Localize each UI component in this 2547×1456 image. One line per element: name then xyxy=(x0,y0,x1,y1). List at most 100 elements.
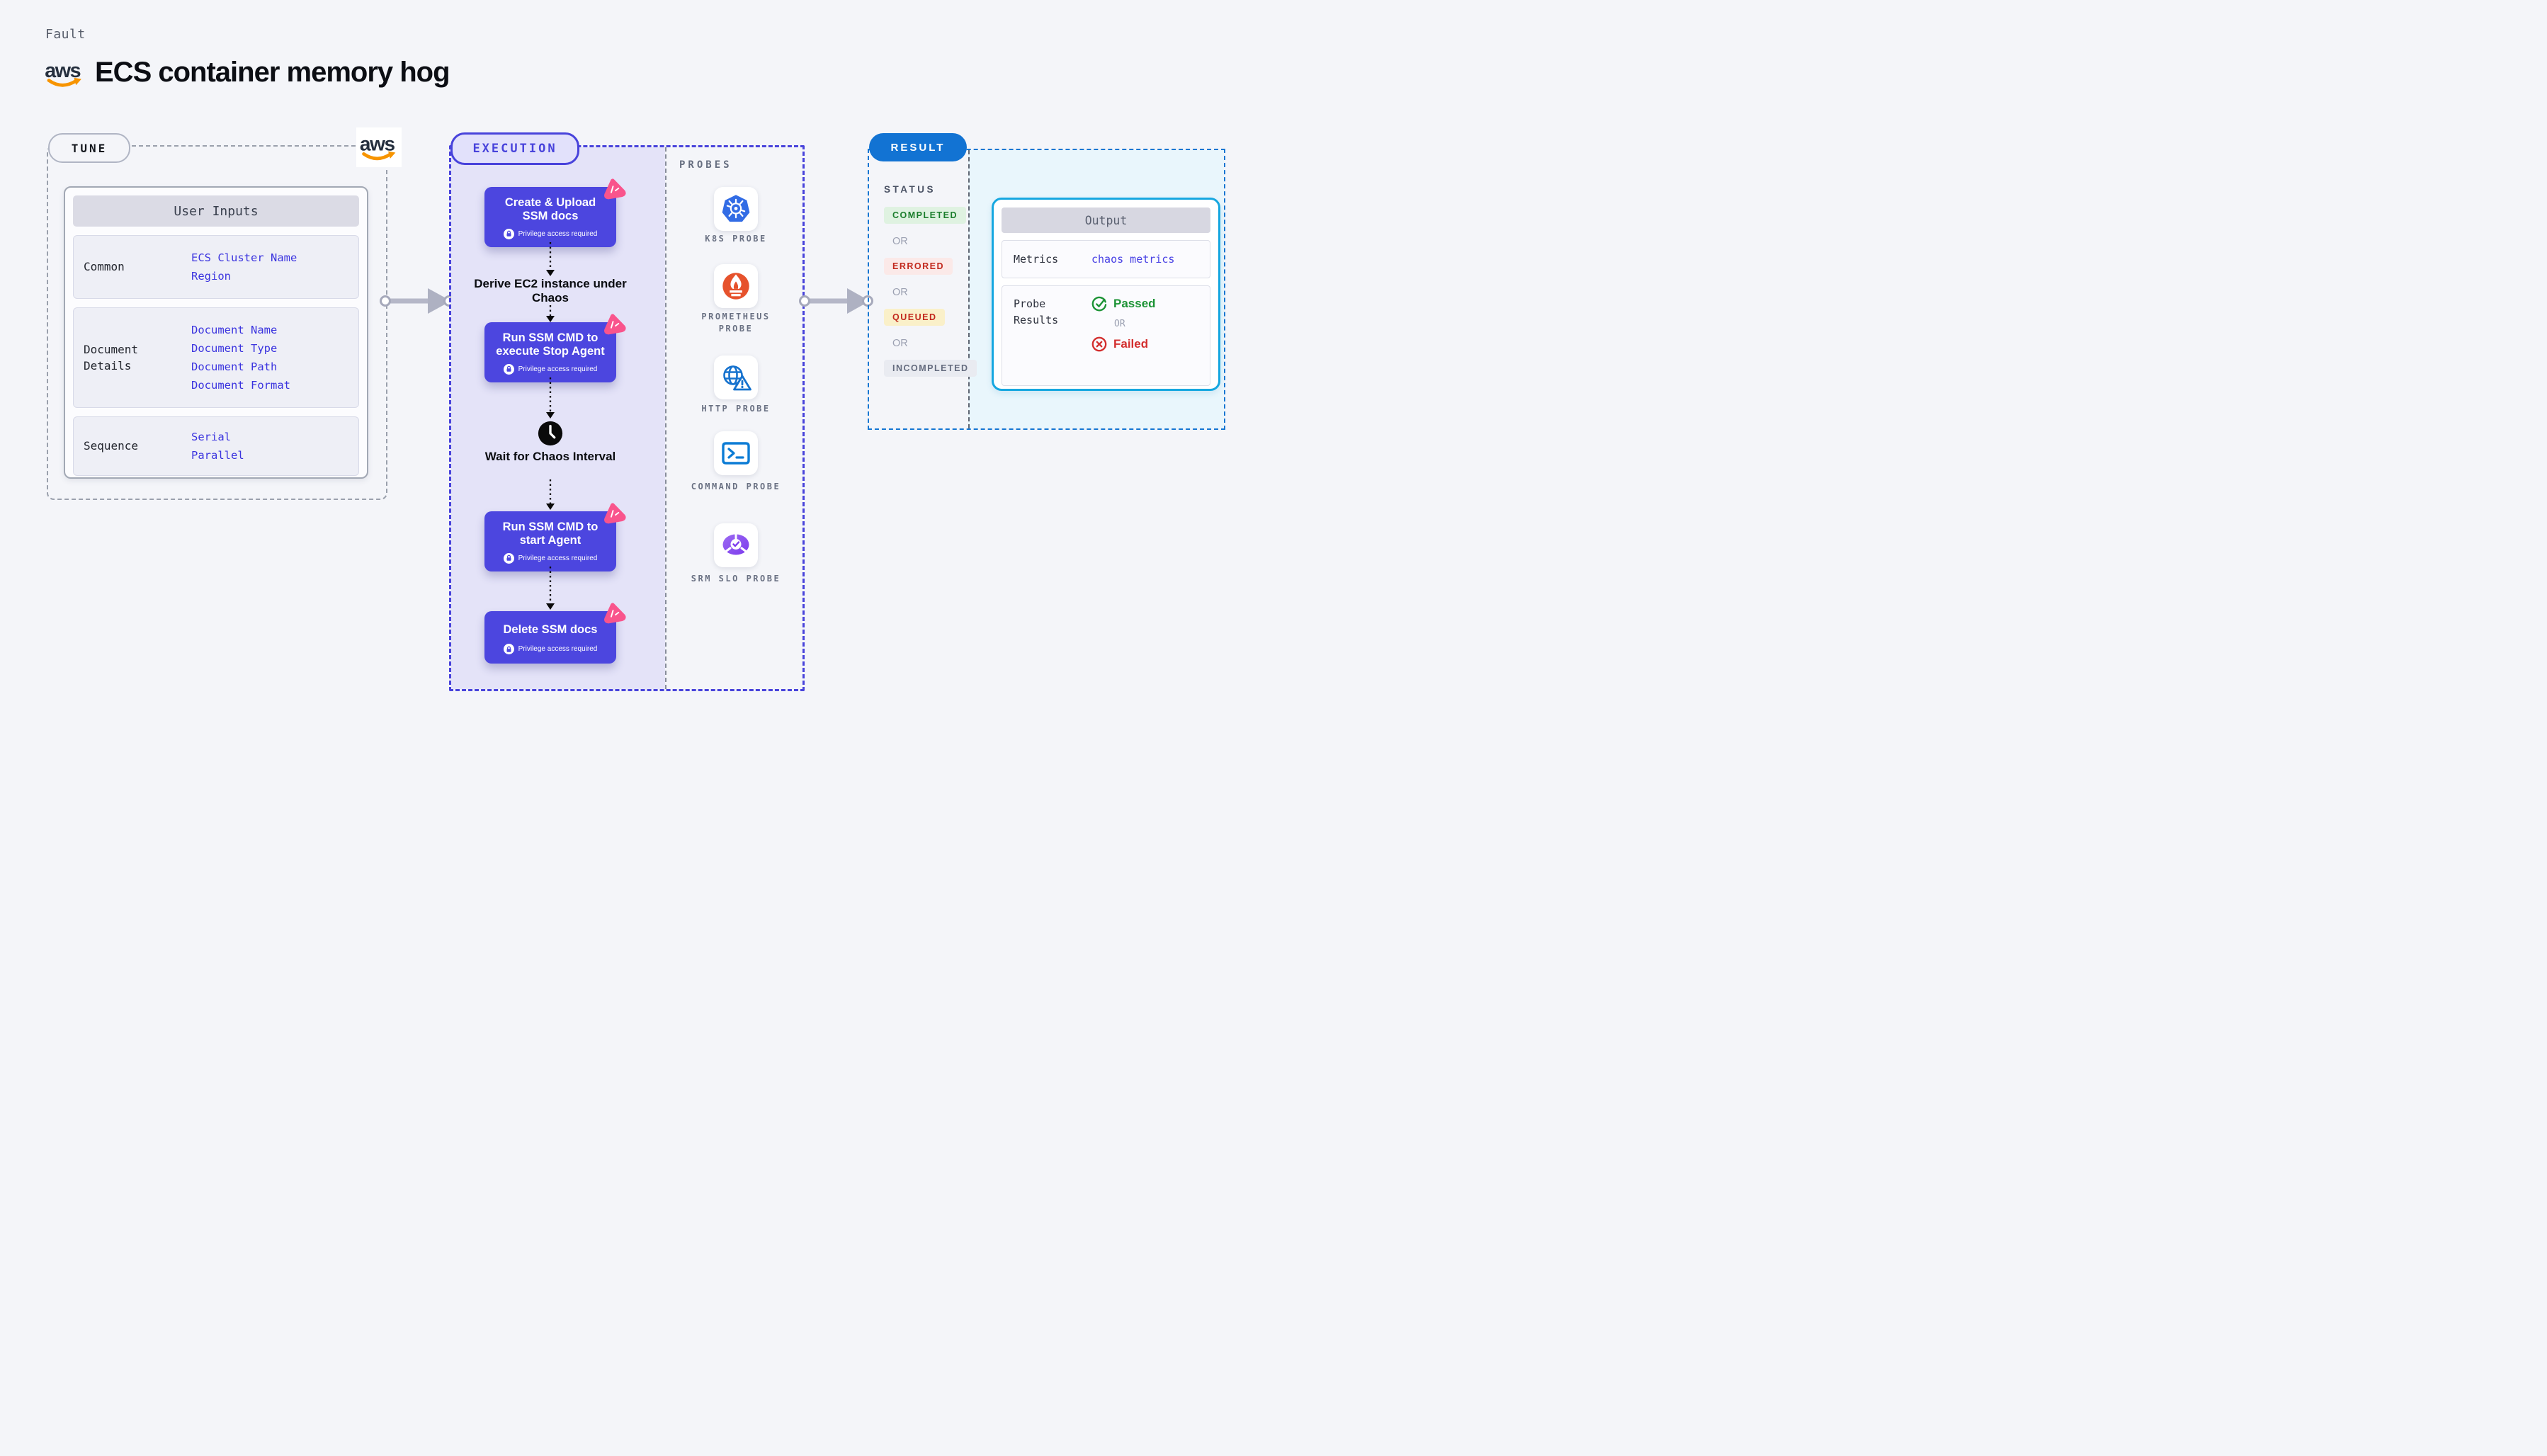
command-probe-card xyxy=(714,431,758,475)
aws-logo-icon: aws xyxy=(360,133,396,161)
flow-arrow-down xyxy=(546,479,555,510)
http-globe-warning-icon xyxy=(723,365,751,391)
or-label: OR xyxy=(1114,319,1125,329)
probe-results-label: Probe Results xyxy=(1014,297,1059,326)
lock-icon xyxy=(503,228,514,239)
param-link-region[interactable]: Region xyxy=(191,270,231,283)
param-link-document-name[interactable]: Document Name xyxy=(191,324,278,336)
result-section-box: STATUS COMPLETED OR ERRORED OR QUEUED OR… xyxy=(868,149,1225,430)
privilege-note-text: Privilege access required xyxy=(518,554,598,562)
k8s-probe-card xyxy=(714,187,758,231)
param-link-document-type[interactable]: Document Type xyxy=(191,342,278,355)
param-link-document-path[interactable]: Document Path xyxy=(191,360,278,373)
chaos-litmus-icon xyxy=(604,178,626,200)
step-title: Delete SSM docs xyxy=(503,623,598,636)
output-header: Output xyxy=(1002,207,1210,233)
step-title: Run SSM CMD to execute Stop Agent xyxy=(496,331,605,358)
step-derive-ec2-label: Derive EC2 instance under Chaos xyxy=(474,277,627,305)
arrow-execution-to-result xyxy=(799,288,873,314)
clock-icon xyxy=(538,421,563,446)
or-label: OR xyxy=(892,287,908,298)
or-label: OR xyxy=(892,338,908,349)
kubernetes-icon xyxy=(722,195,750,222)
diagram-canvas: Fault aws ECS container memory hog TUNE … xyxy=(0,0,1274,728)
status-title: STATUS xyxy=(884,184,936,195)
chaos-litmus-icon xyxy=(604,603,626,624)
result-divider xyxy=(968,150,970,428)
step-title: Create & Upload SSM docs xyxy=(504,196,596,223)
privilege-note: Privilege access required xyxy=(493,552,608,564)
lock-icon xyxy=(503,644,514,655)
page-title: ECS container memory hog xyxy=(95,57,450,88)
status-badge-incompleted: INCOMPLETED xyxy=(884,360,977,377)
aws-smile xyxy=(47,79,79,87)
user-inputs-card: User Inputs Common ECS Cluster Name Regi… xyxy=(64,186,368,479)
status-badge-completed: COMPLETED xyxy=(884,207,966,224)
row-label: Sequence xyxy=(84,439,139,453)
x-circle-icon xyxy=(1091,336,1107,352)
row-label: Common xyxy=(84,260,125,274)
status-badge-queued: QUEUED xyxy=(884,309,946,326)
srm-slo-gauge-icon xyxy=(722,533,749,555)
chaos-litmus-icon xyxy=(604,314,626,335)
flow-arrow-down xyxy=(546,305,555,322)
execution-section-box: PROBES Create & Upload SSM docs Privileg… xyxy=(449,145,805,691)
param-link-document-format[interactable]: Document Format xyxy=(191,379,290,392)
param-link-parallel[interactable]: Parallel xyxy=(191,449,244,462)
metrics-label: Metrics xyxy=(1014,252,1059,266)
privilege-note-text: Privilege access required xyxy=(518,229,598,238)
privilege-note: Privilege access required xyxy=(493,363,608,375)
metrics-row: Metrics chaos metrics xyxy=(1002,240,1210,278)
param-link-ecs-cluster-name[interactable]: ECS Cluster Name xyxy=(191,251,297,264)
user-inputs-rows: Common ECS Cluster Name Region Document … xyxy=(73,235,359,476)
step-delete-ssm-docs: Delete SSM docs Privilege access require… xyxy=(484,603,626,664)
passed-label: Passed xyxy=(1113,297,1156,310)
check-circle-icon xyxy=(1091,296,1107,312)
arrow-tune-to-execution xyxy=(380,288,455,314)
chaos-litmus-icon xyxy=(604,503,626,524)
step-create-upload-ssm-docs: Create & Upload SSM docs Privilege acces… xyxy=(484,178,626,247)
lock-icon xyxy=(503,363,514,375)
user-inputs-header: User Inputs xyxy=(73,195,359,227)
title-row: aws ECS container memory hog xyxy=(44,57,450,88)
tune-pill: TUNE xyxy=(48,133,130,163)
probes-title: PROBES xyxy=(679,159,732,171)
terminal-icon xyxy=(722,442,750,465)
flow-arrow-down xyxy=(546,567,555,610)
prometheus-probe-label: PROMETHEUS PROBE xyxy=(701,312,771,334)
passed-line: Passed xyxy=(1091,296,1156,312)
chaos-metrics-link[interactable]: chaos metrics xyxy=(1091,253,1175,266)
srm-slo-probe-card xyxy=(714,523,758,567)
privilege-note-text: Privilege access required xyxy=(518,365,598,373)
step-title: Run SSM CMD to start Agent xyxy=(502,521,599,547)
step-run-ssm-start-agent: Run SSM CMD to start Agent Privilege acc… xyxy=(484,503,626,571)
prometheus-icon xyxy=(722,273,749,300)
output-card: Output Metrics chaos metrics Probe Resul… xyxy=(992,198,1220,391)
row-label: Document Details xyxy=(84,342,139,372)
param-link-serial[interactable]: Serial xyxy=(191,431,231,443)
input-row-common: Common ECS Cluster Name Region xyxy=(73,235,359,299)
or-label: OR xyxy=(892,236,908,247)
http-probe-label: HTTP PROBE xyxy=(701,404,771,414)
http-probe-card xyxy=(714,356,758,399)
lock-icon xyxy=(503,552,514,564)
tune-section-box xyxy=(47,145,387,500)
aws-smile-arrow xyxy=(74,77,81,86)
privilege-note: Privilege access required xyxy=(493,228,608,239)
privilege-note-text: Privilege access required xyxy=(518,645,598,654)
execution-pill: EXECUTION xyxy=(450,132,579,165)
flow-arrow-down xyxy=(546,377,555,419)
input-row-sequence: Sequence Serial Parallel xyxy=(73,416,359,476)
status-badge-errored: ERRORED xyxy=(884,258,953,275)
k8s-probe-label: K8S PROBE xyxy=(705,234,767,244)
prometheus-probe-card xyxy=(714,264,758,308)
privilege-note: Privilege access required xyxy=(493,644,608,655)
step-wait-chaos-interval-label: Wait for Chaos Interval xyxy=(484,450,616,463)
probe-results-row: Probe Results Passed OR xyxy=(1002,285,1210,386)
failed-line: Failed xyxy=(1091,336,1156,352)
flow-arrow-down xyxy=(546,242,555,276)
probes-divider xyxy=(665,147,666,689)
result-pill: RESULT xyxy=(869,133,967,161)
command-probe-label: COMMAND PROBE xyxy=(691,482,781,491)
svg-text:aws: aws xyxy=(360,133,395,155)
